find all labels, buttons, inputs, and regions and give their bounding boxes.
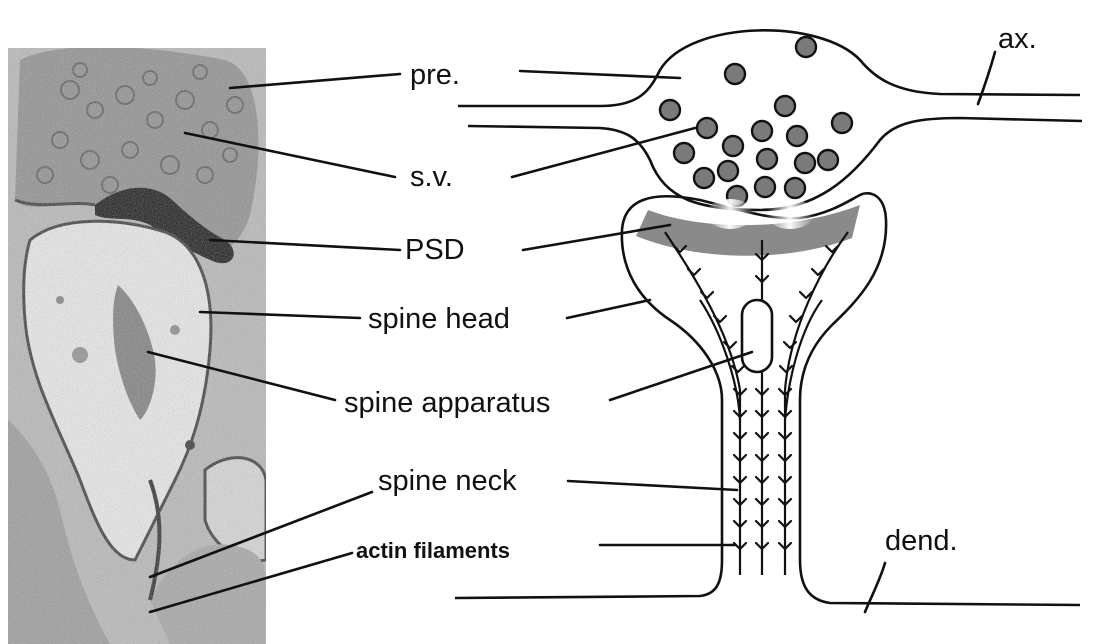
actin-arrowhead: [701, 292, 713, 298]
label-sv: s.v.: [410, 161, 453, 193]
label-pre: pre.: [410, 59, 460, 91]
leader-sv-right: [512, 128, 695, 177]
label-dendrite: dend.: [885, 525, 958, 557]
actin-arrowhead: [714, 316, 726, 322]
actin-arrowhead: [732, 366, 744, 372]
leader-spinehead-right: [567, 300, 650, 318]
spine-apparatus-body: [742, 300, 772, 372]
actin-arrowhead: [724, 342, 736, 348]
actin-filament-group: [665, 232, 848, 575]
synaptic-vesicles: [660, 37, 852, 206]
label-spine-head: spine head: [368, 303, 510, 335]
synapse-schematic: [455, 30, 1082, 605]
actin-arrowhead: [688, 269, 700, 275]
label-axon: ax.: [998, 23, 1037, 55]
leader-ax: [978, 52, 995, 104]
label-psd: PSD: [405, 234, 465, 266]
label-spine-apparatus: spine apparatus: [344, 387, 550, 419]
labels: pre. s.v. PSD spine head spine apparatus…: [344, 23, 1037, 563]
leader-apparatus-right: [610, 352, 752, 400]
leader-pre-right: [520, 71, 680, 78]
label-actin-filaments: actin filaments: [356, 538, 510, 563]
label-spine-neck: spine neck: [378, 465, 517, 497]
leader-lines: [148, 52, 995, 612]
axon-upper-membrane: [458, 30, 1080, 106]
actin-arrowhead: [780, 366, 792, 372]
actin-arrowhead: [784, 342, 796, 348]
leader-neck-right: [568, 481, 737, 490]
electron-micrograph: [8, 47, 266, 644]
